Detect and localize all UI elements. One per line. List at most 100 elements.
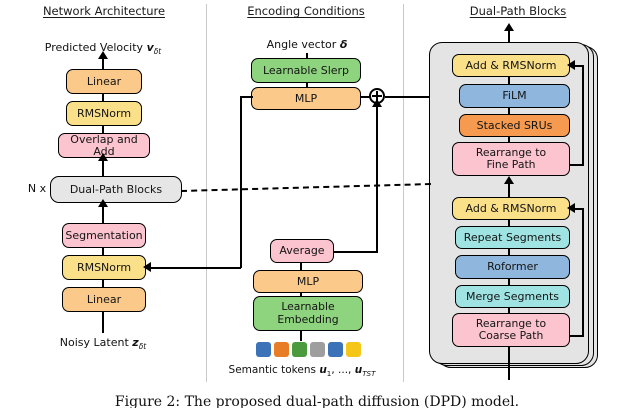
column-separator-left bbox=[206, 4, 207, 382]
arrowhead-rearrange-fine bbox=[504, 176, 514, 184]
latent-symbol: z bbox=[132, 336, 139, 349]
edge-coarse-residual-horizontal-bottom bbox=[570, 335, 584, 337]
dashed-expansion-link bbox=[180, 183, 431, 192]
edge-dualpath-to-overlapadd bbox=[102, 157, 104, 177]
token-symbol-first: u bbox=[319, 364, 327, 376]
edge-rearrangecoarse-to-merge bbox=[508, 307, 510, 314]
edge-tokens-to-embedding bbox=[300, 330, 302, 341]
block-learnable-embedding[interactable]: Learnable Embedding bbox=[253, 296, 363, 331]
block-roformer[interactable]: Roformer bbox=[455, 255, 570, 279]
block-add-rmsnorm-coarse[interactable]: Add & RMSNorm bbox=[452, 197, 570, 220]
arrowhead-dualpath bbox=[98, 199, 108, 207]
semantic-token-swatch-6 bbox=[346, 342, 361, 357]
column-separator-right bbox=[403, 4, 404, 382]
rearrange-coarse-line2: Coarse Path bbox=[478, 329, 544, 342]
semantic-token-swatch-1 bbox=[256, 342, 271, 357]
token-symbol-last-sub: TST bbox=[362, 369, 376, 379]
angle-symbol: δ bbox=[339, 38, 348, 51]
column-title-dual-path-blocks: Dual-Path Blocks bbox=[469, 4, 567, 18]
semantic-tokens-text: Semantic tokens bbox=[228, 364, 316, 376]
edge-coarse-residual-vertical bbox=[582, 208, 584, 336]
semantic-token-swatch-3 bbox=[292, 342, 307, 357]
edge-fine-residual-horizontal-top bbox=[573, 65, 583, 67]
edge-fine-residual-horizontal-bottom bbox=[570, 164, 584, 166]
column-title-network-architecture: Network Architecture bbox=[42, 4, 166, 18]
block-film[interactable]: FiLM bbox=[459, 84, 570, 108]
edge-overlapadd-to-rmsnorm-top bbox=[102, 125, 104, 134]
edge-block-input bbox=[508, 347, 510, 380]
edge-repeat-to-addnorm-coarse bbox=[508, 219, 510, 227]
edge-input-to-linear-bottom bbox=[102, 311, 104, 333]
block-add-rmsnorm-fine[interactable]: Add & RMSNorm bbox=[452, 54, 570, 77]
angle-vector-label: Angle vector δ bbox=[232, 38, 382, 51]
block-rmsnorm-bottom[interactable]: RMSNorm bbox=[62, 255, 146, 280]
noisy-latent-text: Noisy Latent bbox=[59, 336, 129, 349]
predicted-velocity-label: Predicted Velocity vδt bbox=[20, 41, 186, 56]
block-learnable-slerp[interactable]: Learnable Slerp bbox=[251, 58, 361, 83]
edge-roformer-to-repeat bbox=[508, 248, 510, 256]
learnable-embedding-line1: Learnable bbox=[281, 300, 335, 314]
predicted-velocity-text: Predicted Velocity bbox=[44, 41, 144, 54]
semantic-token-swatch-4 bbox=[310, 342, 325, 357]
rearrange-fine-line2: Fine Path bbox=[486, 158, 536, 171]
angle-vector-text: Angle vector bbox=[266, 38, 337, 51]
block-rmsnorm-top[interactable]: RMSNorm bbox=[66, 101, 142, 126]
velocity-symbol: v bbox=[146, 41, 154, 54]
edge-coarse-residual-horizontal-top bbox=[573, 208, 583, 210]
arrowhead-rmsnorm-bottom bbox=[143, 262, 151, 272]
latent-symbol-sub: δt bbox=[138, 342, 147, 352]
block-linear-bottom[interactable]: Linear bbox=[62, 287, 146, 312]
block-dual-path-blocks[interactable]: Dual-Path Blocks bbox=[50, 176, 182, 203]
block-repeat-segments[interactable]: Repeat Segments bbox=[455, 226, 570, 249]
arrowhead-output bbox=[98, 51, 108, 59]
block-stacked-srus[interactable]: Stacked SRUs bbox=[459, 114, 570, 137]
figure-caption: Figure 2: The proposed dual-path diffusi… bbox=[114, 394, 520, 408]
edge-rearrangefine-to-srus bbox=[508, 136, 510, 143]
token-symbol-first-sub: 1 bbox=[326, 369, 332, 379]
edge-cond-to-rmsnorm bbox=[146, 267, 241, 269]
block-mlp-top[interactable]: MLP bbox=[251, 87, 361, 110]
column-title-encoding-conditions: Encoding Conditions bbox=[247, 4, 365, 18]
edge-fine-residual-vertical bbox=[582, 65, 584, 165]
block-rearrange-fine-path[interactable]: Rearrange to Fine Path bbox=[452, 142, 570, 176]
edge-srus-to-film bbox=[508, 107, 510, 115]
block-linear-top[interactable]: Linear bbox=[66, 69, 142, 94]
edge-average-to-riser bbox=[333, 251, 378, 253]
edge-riser-to-plus bbox=[376, 104, 378, 252]
velocity-symbol-sub: δt bbox=[153, 47, 162, 57]
arrowhead-plus-bottom bbox=[372, 99, 382, 107]
block-mlp-bottom[interactable]: MLP bbox=[253, 270, 363, 293]
rearrange-coarse-line1: Rearrange to bbox=[475, 316, 547, 330]
edge-mlp-left-top bbox=[240, 96, 253, 98]
edge-segmentation-to-dualpath bbox=[102, 203, 104, 223]
edge-mlp-left-riser bbox=[240, 96, 242, 268]
edge-coarse-to-fine bbox=[508, 182, 510, 198]
semantic-tokens-label: Semantic tokens u1, ..., uTST bbox=[216, 364, 388, 378]
block-average[interactable]: Average bbox=[270, 239, 334, 263]
semantic-token-swatches bbox=[256, 342, 361, 357]
semantic-token-swatch-2 bbox=[274, 342, 289, 357]
edge-linear-to-output bbox=[102, 57, 104, 70]
arrowhead-addnorm-coarse bbox=[567, 203, 575, 213]
edge-mlp-to-average bbox=[300, 262, 302, 271]
repeat-count-label: N x bbox=[27, 182, 47, 195]
edge-slerp-to-mlp bbox=[306, 82, 308, 90]
learnable-embedding-line2: Embedding bbox=[277, 312, 339, 326]
token-symbol-ellipsis: , ..., bbox=[331, 364, 355, 376]
edge-embedding-to-mlp bbox=[300, 292, 302, 298]
noisy-latent-label: Noisy Latent zδt bbox=[24, 336, 182, 351]
edge-plus-to-film bbox=[385, 96, 447, 98]
arrowhead-overlapadd bbox=[98, 153, 108, 161]
block-merge-segments[interactable]: Merge Segments bbox=[455, 285, 570, 308]
token-symbol-last: u bbox=[354, 364, 363, 376]
block-segmentation[interactable]: Segmentation bbox=[62, 223, 146, 248]
edge-film-to-addnorm bbox=[508, 76, 510, 85]
semantic-token-swatch-5 bbox=[328, 342, 343, 357]
rearrange-fine-line1: Rearrange to bbox=[475, 145, 547, 159]
edge-rmsnorm-to-segmentation bbox=[102, 247, 104, 256]
arrowhead-addnorm-fine bbox=[567, 60, 575, 70]
block-rearrange-coarse-path[interactable]: Rearrange to Coarse Path bbox=[452, 313, 570, 347]
edge-block-output bbox=[508, 28, 510, 42]
edge-linear-to-rmsnorm-bottom bbox=[102, 279, 104, 288]
